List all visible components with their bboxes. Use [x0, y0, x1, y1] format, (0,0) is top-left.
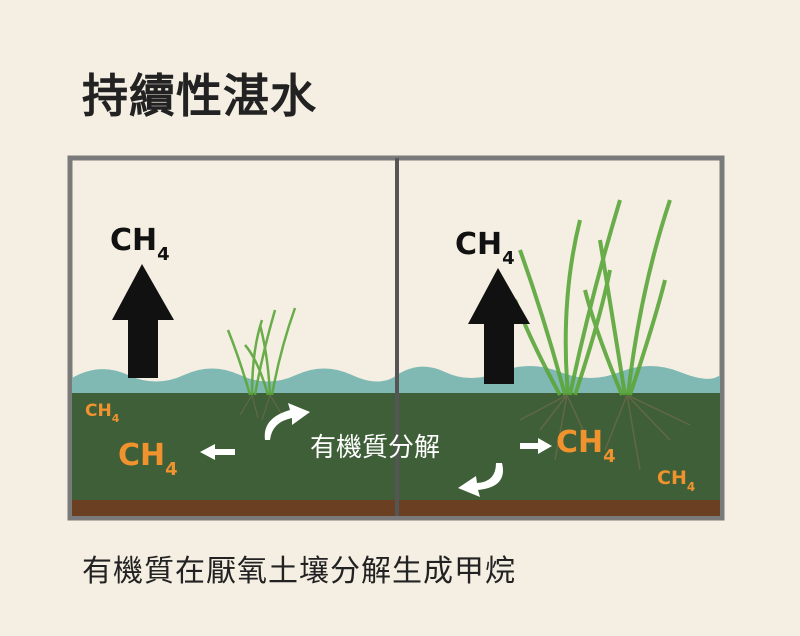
ch4-air-right: CH4: [455, 227, 515, 269]
ch4-soil-large-right: CH4: [556, 425, 616, 467]
ch4-soil-small-right: CH4: [657, 467, 695, 494]
diagram-shape: 4: [157, 244, 170, 265]
diagram-shape: 4: [687, 480, 695, 494]
ch4-soil-small-left: CH4: [85, 401, 120, 425]
diagram-shape: [519, 394, 691, 471]
diagram-shape: [239, 394, 283, 421]
diagram-shape: [568, 199, 622, 396]
diagram-shape: [628, 279, 667, 396]
curved-arrow-up: [264, 403, 310, 440]
diagram-shape: CH: [455, 227, 502, 262]
diagram-shape: [583, 289, 624, 396]
methane-emission-arrow-left: [112, 264, 174, 378]
diagram-shape: [519, 394, 591, 461]
diagram-shape: 4: [603, 446, 616, 467]
diagram-shape: CH: [110, 223, 157, 258]
curved-arrow-down: [458, 463, 503, 497]
page-title: 持續性湛水: [82, 69, 317, 123]
diagram-shape: CH: [556, 425, 603, 460]
diagram-shape: 4: [165, 459, 178, 480]
diagram-shape: CH: [85, 401, 112, 421]
diagram-shape: [518, 249, 567, 396]
diagram-shape: [253, 309, 277, 396]
arrow-right: [520, 438, 552, 454]
diagram-shape: 4: [112, 412, 120, 425]
diagram-shape: [563, 219, 582, 396]
diagram-shape: CH: [657, 467, 687, 489]
diagram-shape: [258, 324, 272, 396]
diagram-shape: [239, 394, 283, 421]
ch4-air-left: CH4: [110, 223, 170, 265]
organic-decomposition-label: 有機質分解: [310, 433, 440, 463]
ch4-soil-large-left: CH4: [118, 438, 178, 480]
diagram-shape: [626, 199, 672, 396]
methane-emission-arrow-right: [468, 268, 530, 384]
diagram-shape: CH: [118, 438, 165, 473]
caption: 有機質在厭氧土壤分解生成甲烷: [82, 554, 516, 589]
arrow-left: [200, 444, 235, 460]
diagram-shape: [270, 307, 297, 396]
diagram-shape: 4: [502, 248, 515, 269]
diagram-shape: [226, 329, 252, 396]
small-rice-plant: [226, 307, 297, 396]
large-rice-plant: [513, 199, 672, 396]
diagram-shape: [598, 239, 627, 396]
diagram-shape: [244, 344, 270, 396]
diagram-shape: [604, 394, 691, 471]
